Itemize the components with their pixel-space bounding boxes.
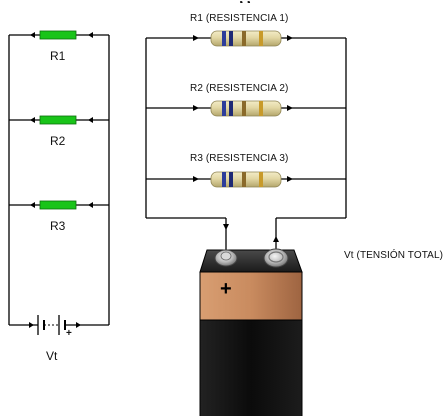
- schematic-label-vt: Vt: [46, 349, 58, 363]
- arrow-left-icon: [88, 117, 93, 123]
- pictorial-label-vt: Vt (TENSIÓN TOTAL): [344, 250, 444, 261]
- arrow-right-icon: [76, 322, 81, 328]
- schematic-arrows: [29, 32, 93, 328]
- pictorial-label-r2: R2 (RESISTENCIA 2): [190, 83, 289, 94]
- battery-9v: [199, 248, 303, 416]
- schematic-circuit: [8, 34, 110, 335]
- schematic-label-r1: R1: [50, 49, 66, 63]
- schematic-label-r2: R2: [50, 134, 66, 148]
- resistor-r1-photo: [210, 30, 282, 47]
- clipped-heading-fragment: , ,: [170, 0, 320, 3]
- resistor-r1-symbol: [39, 30, 77, 40]
- schematic-battery-plus: +: [66, 328, 72, 339]
- pictorial-label-r1: R1 (RESISTENCIA 1): [190, 13, 289, 24]
- arrow-right-icon: [193, 176, 199, 182]
- arrow-right-icon: [287, 35, 293, 41]
- resistor-r3-symbol: [39, 200, 77, 210]
- battery-terminal-negative: [263, 248, 289, 268]
- pictorial-arrows: [193, 35, 293, 242]
- battery-plus-marking: +: [220, 278, 232, 300]
- arrow-left-icon: [30, 202, 35, 208]
- arrow-right-icon: [29, 322, 34, 328]
- arrow-left-icon: [88, 32, 93, 38]
- schematic-label-r3: R3: [50, 219, 66, 233]
- resistor-r3-photo: [210, 171, 282, 188]
- arrow-up-icon: [273, 236, 279, 242]
- arrow-right-icon: [193, 35, 199, 41]
- pictorial-label-r3: R3 (RESISTENCIA 3): [190, 153, 289, 164]
- arrow-left-icon: [30, 32, 35, 38]
- arrow-right-icon: [287, 105, 293, 111]
- arrow-left-icon: [88, 202, 93, 208]
- resistor-r2-symbol: [39, 115, 77, 125]
- arrow-left-icon: [30, 117, 35, 123]
- arrow-right-icon: [287, 176, 293, 182]
- pictorial-circuit: [145, 37, 347, 250]
- arrow-right-icon: [193, 105, 199, 111]
- arrow-down-icon: [223, 224, 229, 230]
- resistor-r2-photo: [210, 100, 282, 117]
